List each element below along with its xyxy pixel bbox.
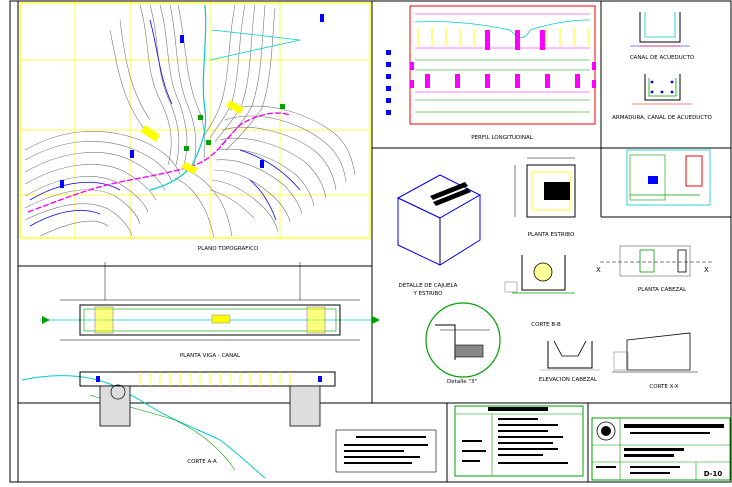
headwall-plan: X X PLANTA CABEZAL <box>596 245 712 293</box>
label-planta-viga-canal: PLANTA VIGA - CANAL <box>180 353 241 359</box>
headwall-elevation: ELEVACION CABEZAL <box>539 340 600 383</box>
abutment-plan: PLANTA ESTRIBO <box>514 157 576 238</box>
sheet-number: D-10 <box>704 470 723 478</box>
label-perfil-longitudinal: PERFIL LONGITUDINAL <box>471 135 534 141</box>
label-planta-cabezal: PLANTA CABEZAL <box>638 287 687 293</box>
label-elevacion-cabezal: ELEVACION CABEZAL <box>539 377 598 383</box>
title-block: D-10 <box>591 417 731 481</box>
river-line <box>149 4 207 191</box>
marker-x-right: X <box>704 266 709 274</box>
marker-x-left: X <box>596 266 601 274</box>
topographic-plan: PLANO TOPOGRAFICO <box>19 2 371 252</box>
label-detalle-3: Detalle "3" <box>447 379 477 385</box>
label-corte-aa: CORTE A-A <box>187 459 217 465</box>
notes-box <box>335 429 437 473</box>
river-branch <box>209 29 301 61</box>
canal-line <box>27 112 291 213</box>
municipality-seal <box>596 421 616 441</box>
label-planta-estribo: PLANTA ESTRIBO <box>528 232 575 238</box>
detail-box <box>626 149 711 206</box>
abutment-isometric: DETALLE DE CAJUELA Y ESTRIBO <box>396 174 482 297</box>
label-detalle-cajuela-1: DETALLE DE CAJUELA <box>399 283 458 289</box>
beam-canal-plan: PLANTA VIGA - CANAL <box>40 262 380 359</box>
label-canal-acueducto: CANAL DE ACUEDUCTO <box>630 55 695 61</box>
label-corte-bb: CORTE B-B <box>531 322 561 328</box>
section-xx: CORTE X-X <box>612 332 698 390</box>
label-corte-xx: CORTE X-X <box>649 384 678 390</box>
section-aa: CORTE A-A <box>21 371 336 479</box>
specifications-box <box>454 405 584 477</box>
section-bb: CORTE B-B <box>504 255 575 328</box>
label-detalle-cajuela-2: Y ESTRIBO <box>413 291 444 297</box>
aqueduct-canal-section: CANAL DE ACUEDUCTO ARMADURA, CANAL DE AC… <box>612 12 713 121</box>
label-plano-topografico: PLANO TOPOGRAFICO <box>198 246 259 252</box>
frame <box>9 0 732 483</box>
longitudinal-profile: PERFIL LONGITUDINAL <box>386 5 596 141</box>
detail-3: Detalle "3" <box>425 302 501 385</box>
label-armadura: ARMADURA, CANAL DE ACUEDUCTO <box>612 115 712 121</box>
